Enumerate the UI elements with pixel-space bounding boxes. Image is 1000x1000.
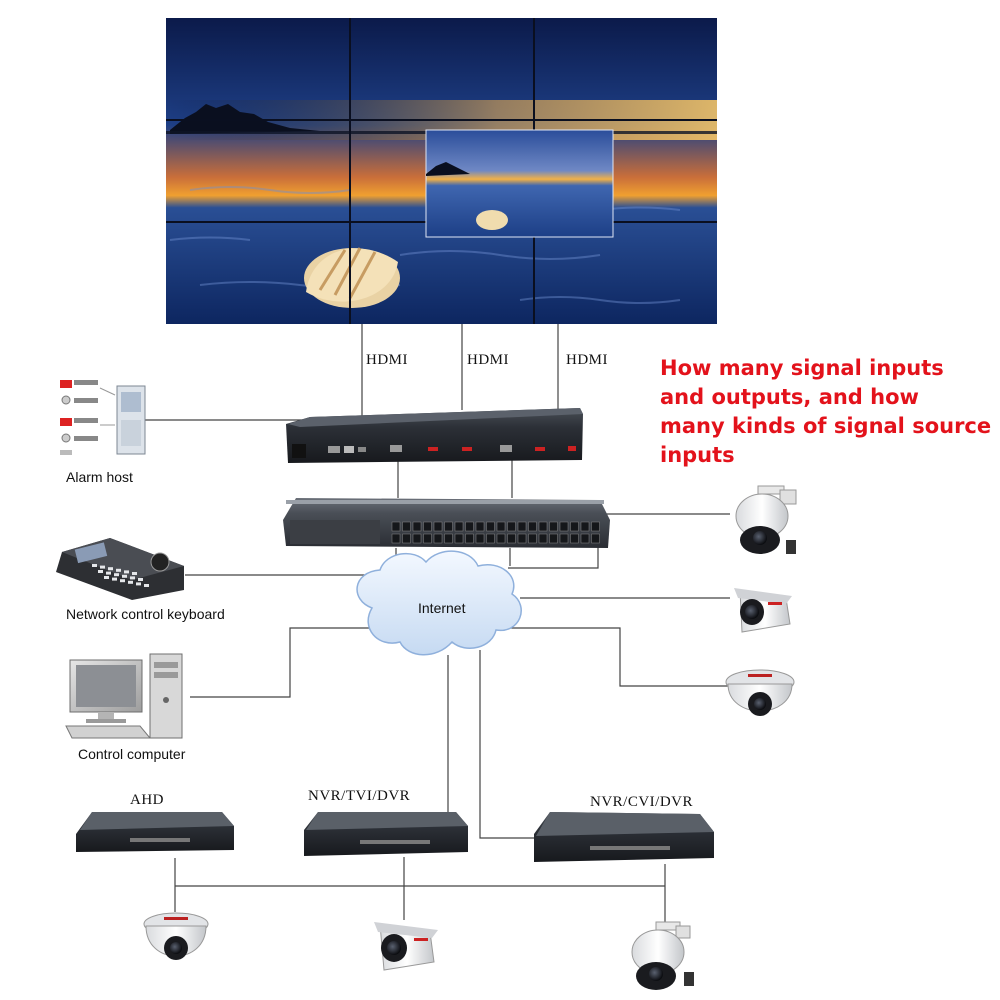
video-matrix-controller	[286, 408, 583, 463]
switch-port	[486, 521, 495, 532]
recorder-nvr-cvi-dvr	[534, 812, 714, 862]
callout-line-1: How many signal inputs	[660, 356, 944, 380]
switch-port	[454, 521, 464, 532]
switch-port	[475, 521, 485, 532]
switch-port	[507, 521, 516, 532]
keyboard-key	[124, 570, 129, 574]
control-computer	[65, 653, 183, 739]
switch-port	[402, 521, 411, 532]
callout-line-2: and outputs, and how	[660, 385, 919, 409]
switch-port	[538, 533, 548, 544]
keyboard-key	[144, 584, 149, 587]
switch-port	[402, 533, 411, 544]
keyboard-key	[108, 567, 113, 571]
switch-port	[444, 533, 453, 544]
switch-port	[444, 521, 453, 532]
switch-port	[454, 533, 464, 544]
switch-port	[549, 521, 558, 532]
switch-port	[591, 521, 600, 532]
hdmi-label-3: HDMI	[566, 352, 608, 368]
switch-port	[517, 533, 527, 544]
callout-question: How many signal inputs and outputs, and …	[660, 354, 995, 470]
keyboard-key	[120, 579, 125, 583]
keyboard-key	[112, 577, 117, 581]
nvr-cvi-dvr-label: NVR/CVI/DVR	[590, 794, 694, 810]
switch-port	[391, 533, 401, 544]
switch-port	[465, 533, 474, 544]
internet-cloud	[356, 550, 522, 656]
network-control-keyboard-label: Network control keyboard	[66, 606, 225, 622]
alarm-sensor-icons	[60, 380, 116, 455]
switch-port	[412, 533, 422, 544]
network-control-keyboard	[56, 538, 184, 600]
switch-port	[559, 521, 569, 532]
switch-port	[433, 533, 443, 544]
switch-port	[528, 521, 537, 532]
switch-port	[486, 533, 495, 544]
network-switch	[283, 498, 610, 548]
switch-port	[591, 533, 600, 544]
switch-port	[580, 521, 590, 532]
hdmi-label-2: HDMI	[467, 352, 509, 368]
nvr-tvi-dvr-label: NVR/TVI/DVR	[308, 788, 411, 804]
keyboard-key	[116, 568, 121, 572]
keyboard-key	[106, 571, 111, 575]
switch-port	[423, 521, 432, 532]
switch-port	[496, 521, 506, 532]
internet-label: Internet	[418, 600, 466, 616]
keyboard-key	[104, 576, 109, 579]
switch-port	[517, 521, 527, 532]
callout-line-4: inputs	[660, 443, 735, 467]
switch-port	[528, 533, 537, 544]
alarm-host-label: Alarm host	[66, 469, 133, 485]
switch-port	[570, 521, 579, 532]
keyboard-key	[130, 576, 135, 580]
callout-line-3: many kinds of signal source	[660, 414, 992, 438]
bullet-camera-icon	[734, 588, 792, 633]
keyboard-key	[92, 564, 97, 567]
pip-window	[425, 129, 614, 238]
switch-port	[423, 533, 432, 544]
switch-port	[559, 533, 569, 544]
recorder-ahd	[76, 812, 234, 852]
ahd-label: AHD	[130, 792, 164, 808]
keyboard-key	[128, 580, 133, 584]
switch-port	[433, 521, 443, 532]
ptz-camera-icon	[735, 485, 797, 554]
switch-port	[507, 533, 516, 544]
switch-port	[496, 533, 506, 544]
dome-camera-icon	[725, 669, 795, 716]
switch-port	[549, 533, 558, 544]
alarm-host-device	[60, 380, 146, 455]
recorder-nvr-tvi-dvr	[304, 812, 468, 856]
switch-port	[580, 533, 590, 544]
switch-port	[412, 521, 422, 532]
video-wall	[166, 18, 717, 324]
bottom-ptz-camera-icon	[631, 921, 694, 990]
keyboard-key	[136, 582, 141, 586]
switch-port	[475, 533, 485, 544]
hdmi-label-1: HDMI	[366, 352, 408, 368]
bottom-dome-camera-icon	[143, 912, 209, 960]
switch-port	[391, 521, 401, 532]
keyboard-key	[122, 574, 127, 578]
keyboard-key	[98, 570, 103, 573]
connection-lines	[145, 324, 730, 922]
control-computer-label: Control computer	[78, 746, 186, 762]
keyboard-key	[100, 565, 105, 569]
keyboard-key	[132, 572, 137, 575]
bottom-bullet-camera-icon	[374, 922, 438, 971]
switch-port	[570, 533, 579, 544]
keyboard-key	[114, 573, 119, 577]
switch-port	[465, 521, 474, 532]
keyboard-key	[138, 578, 143, 581]
switch-port	[538, 521, 548, 532]
